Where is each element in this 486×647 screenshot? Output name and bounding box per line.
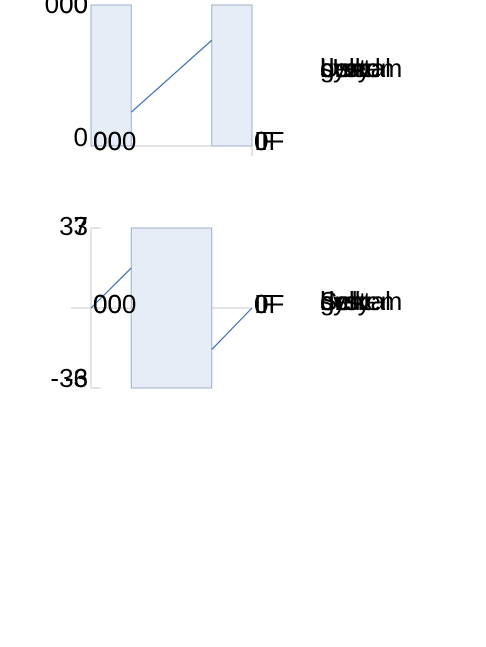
series-line bbox=[130, 39, 213, 113]
legend-label: grey bbox=[320, 53, 371, 83]
x-tick-label: 0 bbox=[93, 126, 107, 156]
x-tick-label: 0F bbox=[254, 126, 284, 156]
y-tick-label: -36 bbox=[50, 363, 88, 393]
legend-label: dental bbox=[320, 53, 391, 83]
legend-label: system bbox=[320, 53, 402, 83]
bar bbox=[130, 227, 213, 389]
legend-label: bulk bbox=[320, 286, 369, 316]
x-tick-label: 000 bbox=[93, 126, 136, 156]
x-tick-label: 0 bbox=[93, 289, 107, 319]
y-tick-label: 3 bbox=[74, 211, 88, 241]
y-tick-label: 000 bbox=[45, 0, 88, 19]
series-line bbox=[211, 307, 253, 351]
legend-label: Used bbox=[320, 53, 381, 83]
bar bbox=[211, 4, 253, 147]
legend-label: bulk bbox=[320, 53, 369, 83]
x-tick-label: IF bbox=[254, 126, 277, 156]
x-tick-label: 000 bbox=[93, 289, 136, 319]
x-tick-label: 00 bbox=[93, 289, 122, 319]
x-tick-label: 0F bbox=[254, 289, 284, 319]
y-tick-label: 0 bbox=[74, 122, 88, 152]
legend-label: dental bbox=[320, 286, 391, 316]
x-tick-label: 00 bbox=[93, 126, 122, 156]
series-line bbox=[90, 267, 132, 309]
y-tick-label: 0 bbox=[74, 0, 88, 19]
x-tick-label: 0 bbox=[254, 126, 268, 156]
legend-label: grey bbox=[320, 286, 371, 316]
legend-label: Sel bbox=[320, 286, 358, 316]
y-tick-label: 00 bbox=[59, 0, 88, 19]
x-tick-label: 0 bbox=[254, 289, 268, 319]
bar bbox=[90, 4, 132, 147]
x-tick-label: IF bbox=[254, 289, 277, 319]
legend-label: system bbox=[320, 286, 402, 316]
y-tick-label: 37 bbox=[59, 211, 88, 241]
y-tick-label: -3 bbox=[65, 363, 88, 393]
